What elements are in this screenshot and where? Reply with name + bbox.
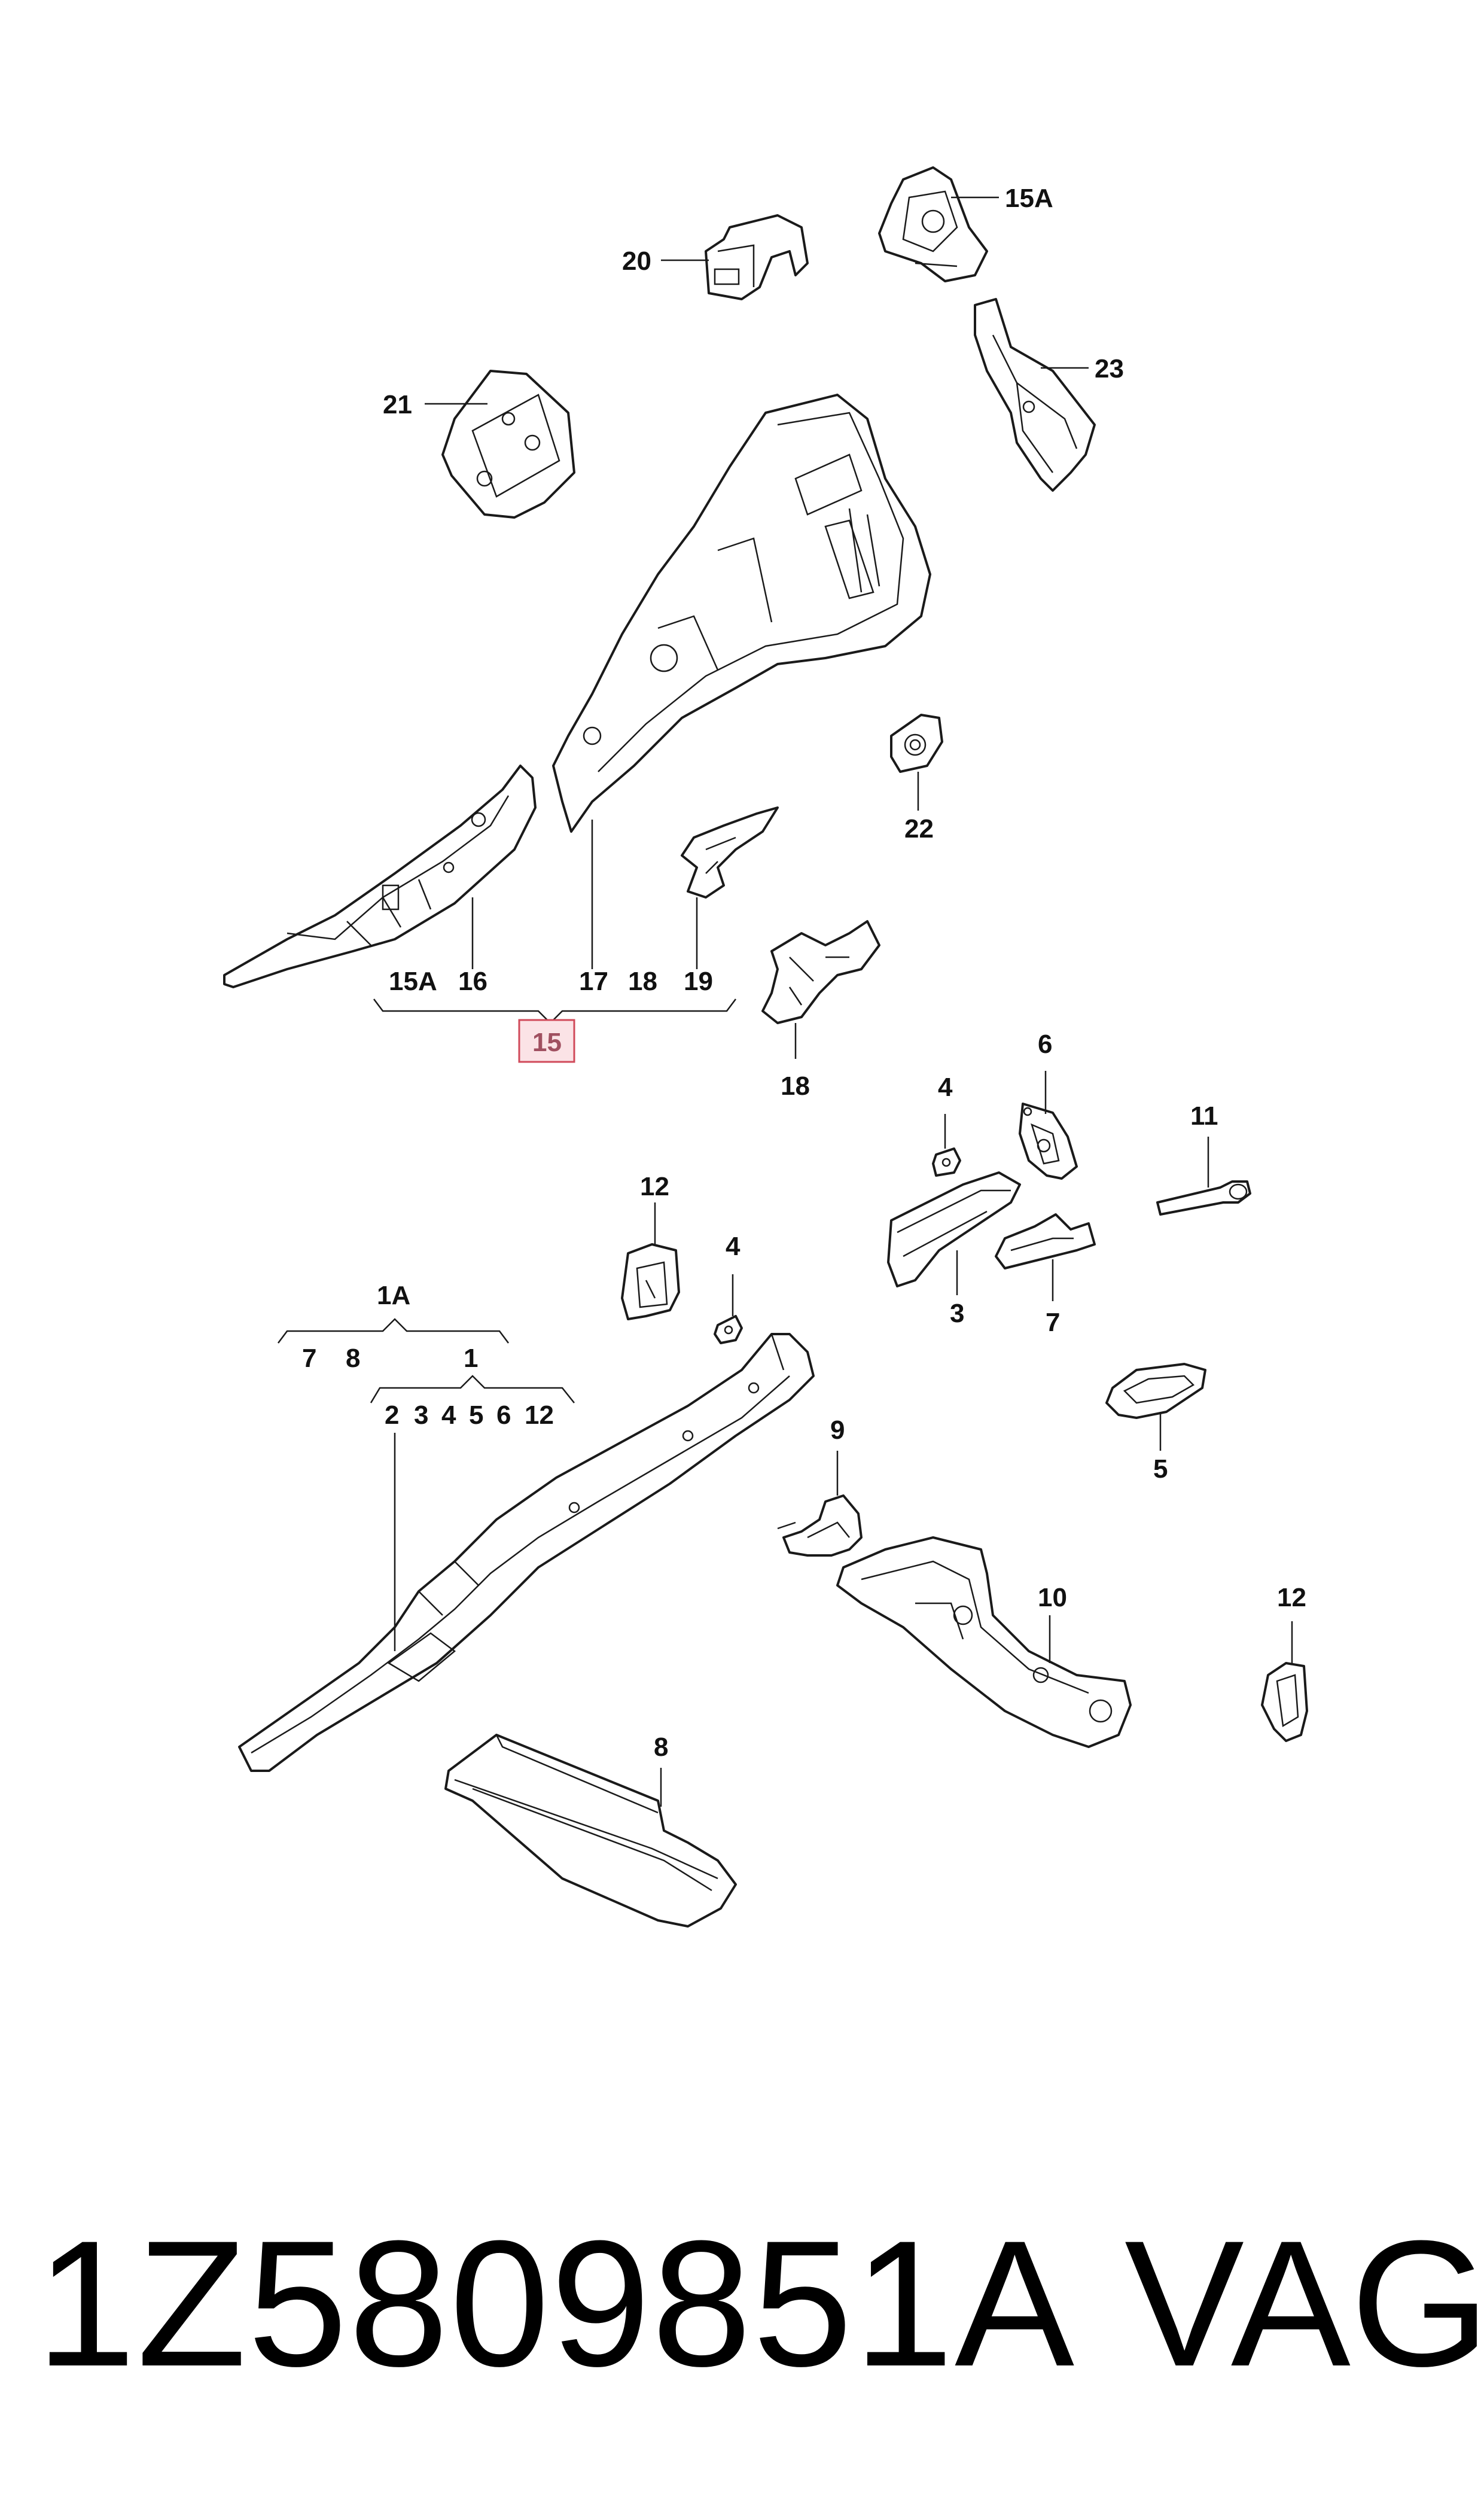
part-4-clip-lower: [714, 1315, 743, 1344]
brace-1: [370, 1375, 575, 1403]
part-11-bolt: [1156, 1180, 1251, 1216]
part-7-bracket: [995, 1213, 1096, 1269]
part-16-inner-rail: [223, 765, 537, 988]
label-15: 15: [532, 1028, 562, 1057]
part-number-text: 1Z5809851A: [36, 2203, 1076, 2404]
part-2-side-member: [238, 1333, 815, 1772]
label-21: 21: [383, 390, 412, 419]
part-12-bracket-upper: [621, 1243, 680, 1320]
label-2: 2: [385, 1400, 399, 1430]
label-12-upper: 12: [640, 1172, 669, 1201]
label-8-group: 8: [346, 1344, 360, 1373]
label-9: 9: [830, 1415, 845, 1445]
part-21-plate: [441, 370, 575, 519]
brand-text: VAG: [1125, 2203, 1484, 2404]
label-15a-group: 15A: [389, 967, 437, 996]
label-4-upper: 4: [938, 1073, 953, 1102]
label-23: 23: [1095, 354, 1124, 383]
label-6: 6: [1038, 1030, 1052, 1059]
label-6-group: 6: [496, 1400, 511, 1430]
label-4-lower: 4: [726, 1232, 741, 1261]
exploded-parts-diagram: 15A 20 23 21 17: [223, 166, 1308, 1928]
part-6-bracket: [1019, 1103, 1078, 1180]
label-7-group: 7: [302, 1344, 316, 1373]
part-22-grommet-bracket: [890, 714, 943, 773]
part-9-bracket: [777, 1494, 863, 1557]
label-7-right: 7: [1046, 1308, 1060, 1337]
label-10: 10: [1038, 1583, 1067, 1612]
part-4-clip-upper: [932, 1147, 961, 1177]
part-17-wheelhouse-panel: [552, 394, 931, 833]
label-1a: 1A: [377, 1281, 410, 1310]
label-5: 5: [1153, 1454, 1168, 1484]
part-23-bracket: [974, 298, 1096, 492]
label-8: 8: [654, 1733, 668, 1762]
label-4-group: 4: [441, 1400, 456, 1430]
part-15a-bracket: [878, 166, 988, 282]
part-19-bracket: [681, 806, 779, 899]
part-18-bracket: [761, 920, 880, 1024]
part-20-bracket: [705, 214, 809, 300]
label-20: 20: [622, 246, 651, 276]
label-12-group: 12: [525, 1400, 554, 1430]
label-17: 17: [579, 967, 608, 996]
part-8-sill-channel: [444, 1734, 737, 1928]
highlight-box-15: [518, 1019, 575, 1063]
label-18-group: 18: [628, 967, 657, 996]
label-12-lower: 12: [1277, 1583, 1306, 1612]
label-16: 16: [458, 967, 487, 996]
label-11: 11: [1190, 1101, 1218, 1131]
label-3-group: 3: [414, 1400, 428, 1430]
part-12-bracket-lower: [1261, 1662, 1308, 1742]
label-15a-top: 15A: [1005, 184, 1053, 213]
part-10-rear-member: [836, 1536, 1132, 1748]
brace-1a: [278, 1318, 509, 1344]
label-3: 3: [950, 1299, 964, 1328]
label-5-group: 5: [469, 1400, 483, 1430]
label-19: 19: [684, 967, 713, 996]
label-22: 22: [904, 814, 934, 844]
label-18: 18: [781, 1071, 810, 1101]
part-3-channel: [887, 1171, 1021, 1287]
label-1: 1: [464, 1344, 478, 1373]
part-5-bracket: [1105, 1363, 1206, 1419]
